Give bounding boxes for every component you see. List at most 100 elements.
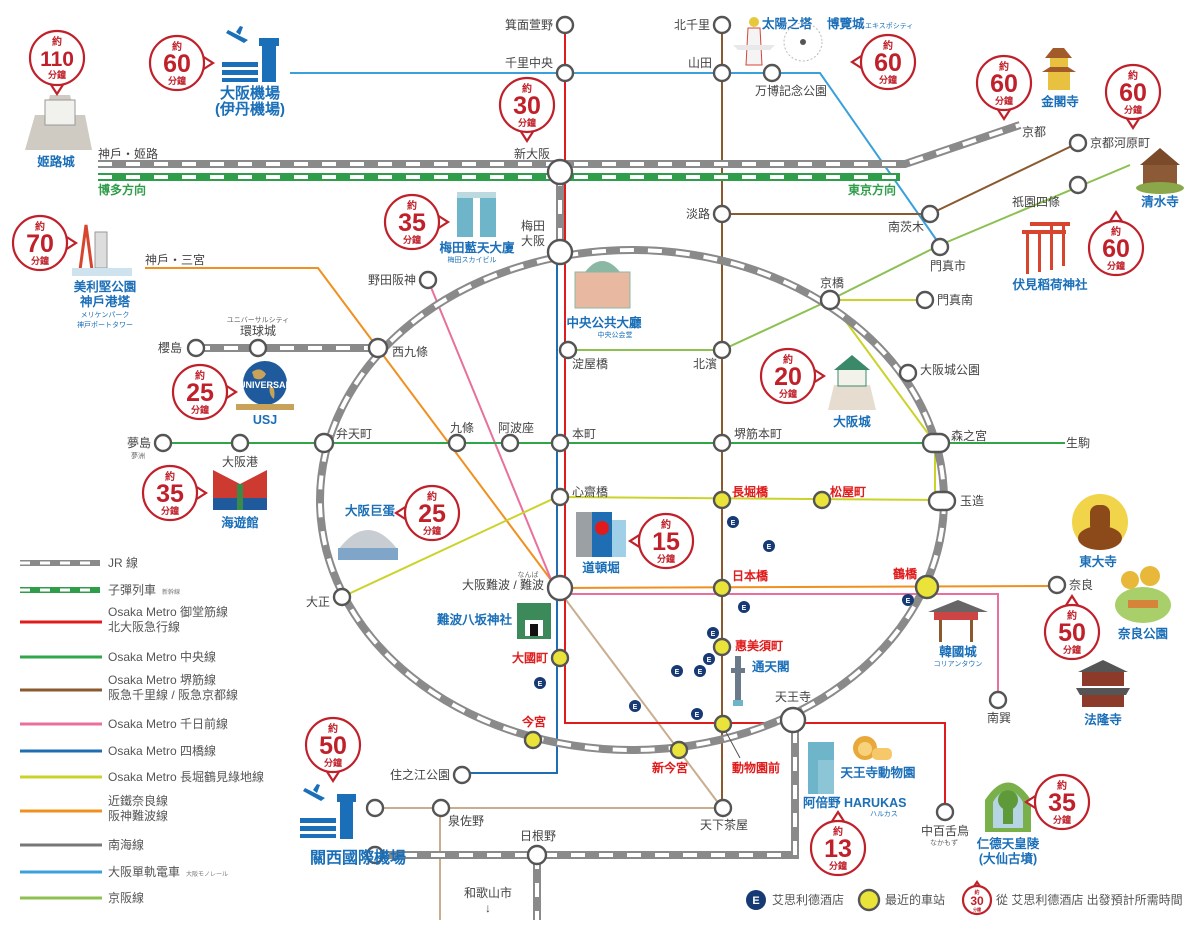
- landmark-abeno-harukas[interactable]: 阿倍野 HARUKAS: [803, 795, 906, 810]
- station-senri-chuo[interactable]: 千里中央: [505, 55, 575, 83]
- station-expo-park[interactable]: 万博記念公園: [755, 63, 827, 98]
- station-kadoma-minami[interactable]: 門真南: [915, 290, 973, 310]
- station-suminoe-koen[interactable]: 住之江公園: [390, 765, 472, 785]
- station-tennoji[interactable]: 天王寺: [775, 690, 811, 734]
- hotel-icon[interactable]: E: [727, 516, 739, 528]
- hotel-icon[interactable]: E: [707, 627, 719, 639]
- landmark-todaiji[interactable]: 東大寺: [1079, 554, 1117, 569]
- station-tamatsukuri[interactable]: 玉造: [927, 490, 984, 512]
- hotel-icon[interactable]: E: [703, 653, 715, 665]
- station-izumisano[interactable]: 泉佐野: [365, 798, 484, 828]
- station-yodoyabashi[interactable]: 淀屋橋: [558, 340, 608, 371]
- station-minami-tatsumi[interactable]: 南巽: [987, 690, 1011, 725]
- station-kita-senri[interactable]: 北千里: [674, 15, 732, 35]
- station-kobe-himeji[interactable]: 神戶・姬路: [98, 146, 158, 161]
- hotel-icon[interactable]: E: [629, 700, 641, 712]
- hotel-icon[interactable]: E: [691, 708, 703, 720]
- svg-text:夢島: 夢島: [127, 435, 151, 450]
- station-yamada[interactable]: 山田: [688, 56, 732, 83]
- station-minoh-kayano[interactable]: 箕面萱野: [505, 15, 575, 35]
- landmark-kinkakuji[interactable]: 金閣寺: [1040, 94, 1079, 109]
- hotel-icon[interactable]: E: [534, 677, 546, 689]
- station-kyobashi[interactable]: 京橋: [819, 276, 844, 311]
- station-noda-hanshin[interactable]: 野田阪神: [368, 270, 438, 290]
- station-osakajo-koen[interactable]: 大阪城公園: [898, 363, 980, 383]
- station-osakako[interactable]: 大阪港: [222, 433, 258, 469]
- svg-text:分鐘: 分鐘: [657, 553, 675, 564]
- landmark-namba-yasaka[interactable]: 難波八坂神社: [437, 612, 513, 627]
- umeda-sky-building-icon: [457, 192, 496, 237]
- landmark-fushimi-inari[interactable]: 伏見稻荷神社: [1012, 277, 1088, 292]
- station-tengachaya[interactable]: 天下茶屋: [700, 798, 748, 832]
- station-minami-ibaraki[interactable]: 南茨木: [888, 204, 940, 234]
- station-imamiya[interactable]: 今宮: [521, 714, 546, 750]
- station-nagahoribashi[interactable]: 長堀橋: [712, 484, 769, 510]
- station-sakurajima[interactable]: 櫻島: [158, 338, 206, 358]
- hotel-icon[interactable]: E: [902, 594, 914, 606]
- hotel-icon[interactable]: E: [738, 601, 750, 613]
- station-kyoto[interactable]: 京都: [1022, 125, 1046, 139]
- landmark-osaka-castle[interactable]: 大阪城: [833, 414, 871, 429]
- station-kujo[interactable]: 九條: [447, 421, 474, 453]
- landmark-kix[interactable]: 關西國際機場: [310, 848, 406, 867]
- station-hineno[interactable]: 日根野: [520, 829, 556, 866]
- hotel-icon[interactable]: E: [763, 540, 775, 552]
- station-awaza[interactable]: 阿波座: [498, 420, 534, 453]
- station-matsuyamachi[interactable]: 松屋町: [812, 484, 866, 510]
- station-awaji[interactable]: 淡路: [686, 204, 732, 224]
- hotel-icon[interactable]: E: [694, 665, 706, 677]
- station-gion-shijo[interactable]: 祇園四條: [1012, 175, 1088, 209]
- svg-text:約: 約: [195, 369, 205, 382]
- landmark-kaiyukan[interactable]: 海遊館: [221, 515, 259, 530]
- landmark-horyuji[interactable]: 法隆寺: [1084, 712, 1122, 727]
- station-sakaisuji-hommachi[interactable]: 堺筋本町: [712, 426, 782, 453]
- svg-text:分鐘: 分鐘: [48, 69, 66, 80]
- station-taisho[interactable]: 大正: [306, 587, 352, 609]
- station-dobutsuen-mae[interactable]: 動物園前: [713, 714, 780, 775]
- landmark-kyocera-dome[interactable]: 大阪巨蛋: [345, 503, 396, 518]
- station-hommachi[interactable]: 本町: [550, 427, 596, 453]
- landmark-kiyomizu[interactable]: 清水寺: [1141, 194, 1179, 209]
- landmark-tower-of-sun[interactable]: 太陽之塔: [762, 16, 813, 31]
- station-shin-osaka[interactable]: 新大阪: [514, 146, 574, 186]
- landmark-nara-park[interactable]: 奈良公園: [1117, 626, 1168, 641]
- landmark-tennoji-zoo[interactable]: 天王寺動物園: [840, 765, 915, 780]
- hotel-icon[interactable]: E: [671, 665, 683, 677]
- station-shinsaibashi[interactable]: 心齋橋: [550, 484, 608, 507]
- landmark-nintoku[interactable]: 仁德天皇陵: [977, 836, 1040, 851]
- station-wakayamashi[interactable]: 和歌山市↓: [464, 885, 512, 915]
- station-daikokucho[interactable]: 大國町: [512, 648, 570, 668]
- station-ebisucho[interactable]: 惠美須町: [712, 637, 783, 657]
- landmark-expocity[interactable]: 博覽城: [827, 16, 865, 31]
- kyocera-dome-icon: [338, 530, 398, 560]
- landmark-umeda-sky[interactable]: 梅田藍天大廈: [439, 240, 515, 255]
- station-bentencho[interactable]: 弁天町: [313, 426, 372, 454]
- station-morinomiya[interactable]: 森之宮: [921, 428, 987, 454]
- station-nara[interactable]: 奈良: [1047, 575, 1093, 595]
- station-shin-imamiya[interactable]: 新今宮: [652, 740, 689, 775]
- station-kadoma-shi[interactable]: 門真市: [930, 237, 966, 273]
- landmark-usj[interactable]: USJ: [253, 413, 277, 427]
- station-kitahama[interactable]: 北濱: [693, 340, 732, 371]
- landmark-himeji-castle[interactable]: 姬路城: [37, 154, 75, 169]
- landmark-itami-airport[interactable]: 大阪機場: [220, 84, 280, 102]
- landmark-central-hall[interactable]: 中央公共大廳: [566, 315, 642, 330]
- station-kobe-sannomiya[interactable]: 神戶・三宮: [145, 252, 205, 267]
- station-kawaramachi[interactable]: 京都河原町: [1068, 133, 1150, 153]
- landmark-dotonbori[interactable]: 道頓堀: [582, 560, 620, 575]
- station-tsuruhashi[interactable]: 鶴橋: [893, 566, 940, 600]
- landmark-meriken-park[interactable]: 美利堅公園: [74, 279, 137, 294]
- station-nippombashi[interactable]: 日本橋: [712, 568, 769, 598]
- station-ikoma[interactable]: 生駒: [1066, 436, 1090, 450]
- station-nishikujo[interactable]: 西九條: [367, 337, 428, 359]
- station-kix-jr[interactable]: [365, 845, 385, 865]
- landmark-koreatown[interactable]: 韓國城: [939, 644, 977, 659]
- svg-text:梅田スカイビル: 梅田スカイビル: [448, 255, 497, 264]
- landmark-tsutenkaku[interactable]: 通天閣: [752, 659, 790, 674]
